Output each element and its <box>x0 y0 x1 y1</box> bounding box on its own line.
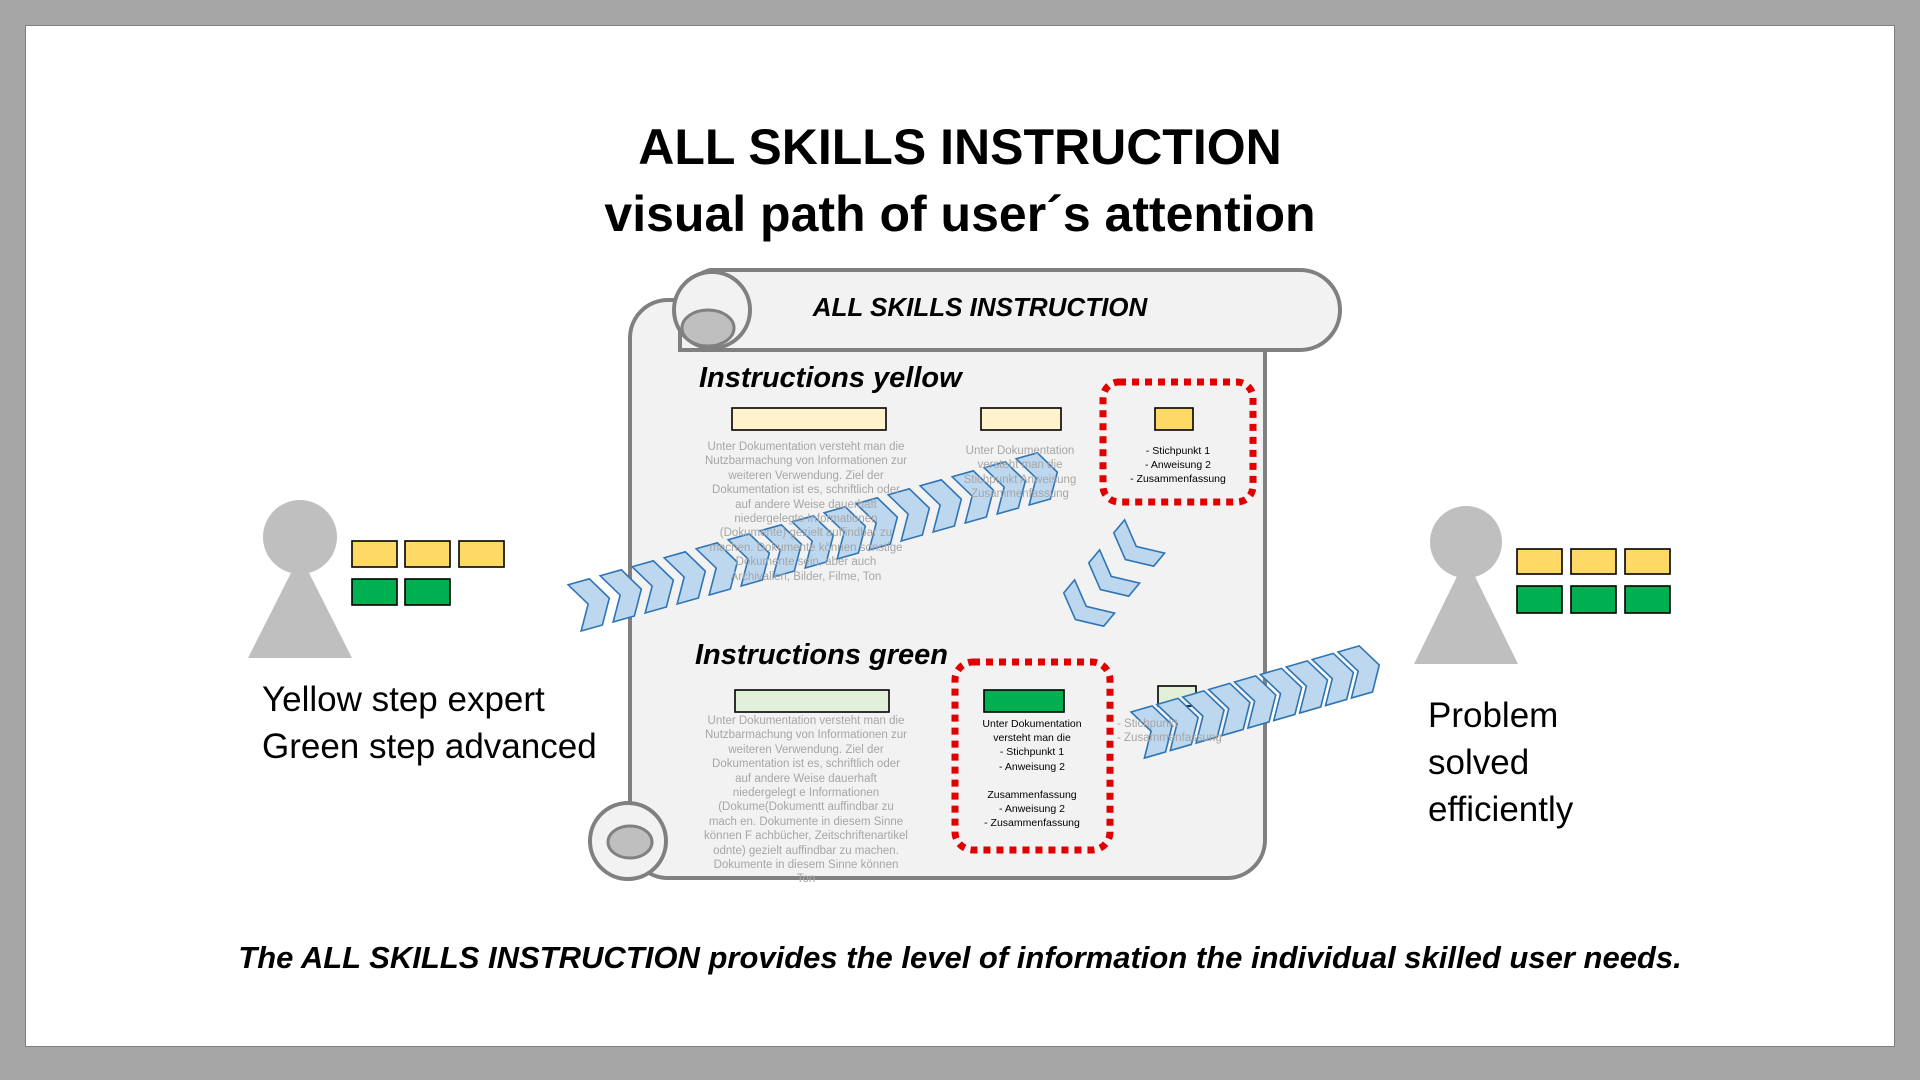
right-user-label-line2: solved <box>1428 743 1530 782</box>
chevron-arrow-upper <box>598 568 643 624</box>
chevron-arrow-upper <box>694 541 739 597</box>
scroll-document <box>588 268 1342 881</box>
left-skill-boxes <box>351 540 505 606</box>
chevron-arrow-upper <box>854 496 899 552</box>
scroll-title: ALL SKILLS INSTRUCTION <box>812 292 1148 322</box>
yellow-filler-text-mid: Unter Dokumentation versteht man die Sti… <box>963 445 1077 501</box>
left-user-label-line2: Green step advanced <box>262 727 597 766</box>
chevron-arrow-upper <box>886 487 931 543</box>
chevron-arrow-down <box>1087 548 1142 598</box>
left-person-icon <box>248 500 352 658</box>
chevron-arrow-lower <box>1155 697 1200 752</box>
right-skill-boxes <box>1516 548 1671 614</box>
instructions-green-heading: Instructions green <box>695 639 948 671</box>
chevron-arrow-lower <box>1129 704 1174 760</box>
right-user-label-line3: efficiently <box>1428 790 1574 829</box>
green-highlight-box <box>951 658 1114 854</box>
attention-path-arrows <box>566 451 1381 760</box>
green-highlight-note: Unter Dokumentation versteht man die - S… <box>982 718 1082 830</box>
yellow-highlight-box <box>1099 378 1257 506</box>
chevron-arrow-upper <box>662 550 707 606</box>
chevron-arrow-lower <box>1181 689 1225 745</box>
chevron-arrow-down <box>1062 578 1117 628</box>
chevron-arrow-lower <box>1310 652 1355 707</box>
chevron-arrow-upper <box>630 559 675 615</box>
green-bar-light-1 <box>734 689 890 713</box>
green-filler-text-right: - Stichpunkt - Zusammenfassung <box>1117 718 1222 745</box>
chevron-arrow-upper <box>566 577 611 633</box>
green-bar-solid <box>983 689 1065 713</box>
chevron-arrow-upper <box>1014 451 1059 507</box>
left-user-label-line1: Yellow step expert <box>262 680 545 719</box>
page-title: ALL SKILLS INSTRUCTION <box>638 119 1282 175</box>
chevron-arrow-upper <box>950 469 995 525</box>
left-user-label: Yellow step expert Green step advanced <box>262 676 597 770</box>
chevron-arrow-upper <box>726 532 771 588</box>
yellow-bar-solid <box>1154 407 1194 431</box>
yellow-filler-text: Unter Dokumentation versteht man die Nut… <box>705 441 907 583</box>
chevron-arrow-lower <box>1284 659 1329 715</box>
chevron-arrow-upper <box>822 505 867 561</box>
chevron-arrow-lower <box>1207 682 1251 737</box>
chevron-arrow-upper <box>758 523 803 579</box>
right-user-label: Problem solved efficiently <box>1428 692 1573 833</box>
chevron-arrow-upper <box>790 514 835 570</box>
instructions-yellow-heading: Instructions yellow <box>699 362 962 394</box>
chevron-arrow-down <box>1112 518 1167 568</box>
chevron-arrow-lower <box>1336 644 1381 700</box>
footer-caption: The ALL SKILLS INSTRUCTION provides the … <box>238 940 1682 975</box>
chevron-arrow-upper <box>918 478 963 534</box>
yellow-bar-light-1 <box>731 407 887 431</box>
yellow-bar-light-2 <box>980 407 1062 431</box>
page-subtitle: visual path of user´s attention <box>604 186 1316 242</box>
yellow-highlight-note: - Stichpunkt 1 - Anweisung 2 - Zusammenf… <box>1130 445 1226 486</box>
chevron-arrow-upper <box>982 460 1027 516</box>
right-person-icon <box>1414 506 1518 664</box>
chevron-arrow-lower <box>1258 667 1303 722</box>
right-user-label-line1: Problem <box>1428 696 1559 735</box>
chevron-arrow-lower <box>1232 674 1277 730</box>
green-filler-text: Unter Dokumentation versteht man die Nut… <box>704 715 908 886</box>
